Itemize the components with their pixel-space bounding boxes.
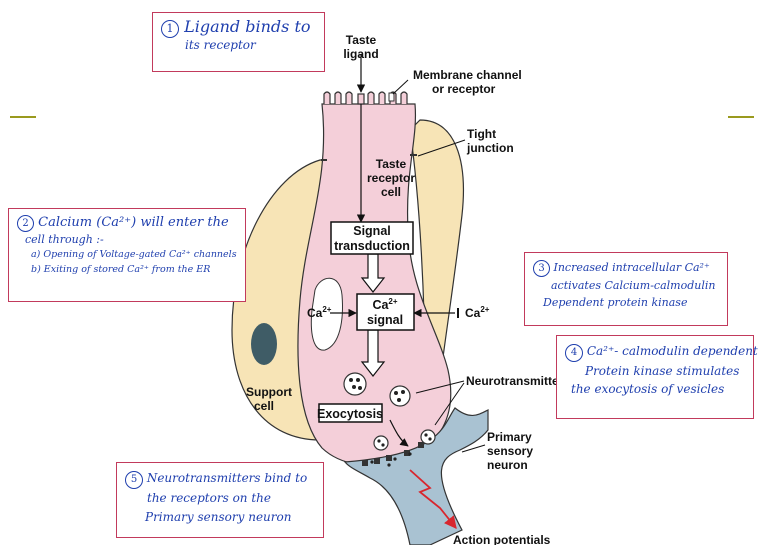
svg-text:ligand: ligand: [343, 47, 378, 61]
microvilli: [324, 92, 407, 104]
svg-text:Taste: Taste: [376, 157, 407, 171]
note-3-text: activates Calcium-calmodulin: [533, 277, 719, 294]
note-5-text: Primary sensory neuron: [125, 508, 315, 527]
support-cell-label: Support: [246, 385, 292, 399]
note-number: 4: [565, 344, 583, 362]
action-potentials-label: Action potentials: [453, 533, 551, 545]
tight-junction-label: junction: [466, 141, 514, 155]
note-2-text: a) Opening of Voltage-gated Ca²⁺ channel…: [17, 247, 237, 262]
svg-text:Neurotransmitter: Neurotransmitter: [466, 374, 564, 388]
taste-ligand-label: Taste: [346, 33, 377, 47]
svg-text:sensory: sensory: [487, 444, 533, 458]
signal-transduction-label: transduction: [334, 239, 410, 253]
svg-text:cell: cell: [381, 185, 401, 199]
svg-text:Membrane channel: Membrane channel: [413, 68, 522, 82]
svg-text:Primary: Primary: [487, 430, 532, 444]
note-3-text: Dependent protein kinase: [533, 294, 719, 311]
note-5-text: Neurotransmitters bind to: [147, 471, 307, 485]
svg-text:Ca2+: Ca2+: [465, 305, 490, 320]
exocytosis-label: Exocytosis: [317, 407, 383, 421]
note-4-text: Protein kinase stimulates: [565, 362, 745, 380]
note-number: 3: [533, 260, 550, 277]
primary-neuron-label: Primary: [487, 430, 532, 444]
svg-text:or receptor: or receptor: [432, 82, 496, 96]
taste-receptor-cell-label: receptor: [367, 171, 415, 185]
note-1-text: Ligand binds to: [184, 17, 310, 36]
support-cell-nucleus: [251, 323, 277, 365]
svg-text:cell: cell: [254, 399, 274, 413]
membrane-channel-label: or receptor: [432, 82, 496, 96]
primary-neuron-label: neuron: [487, 458, 528, 472]
annotation-note-1: 1 Ligand binds to its receptor: [152, 12, 325, 72]
annotation-note-2: 2 Calcium (Ca²⁺) will enter the cell thr…: [8, 208, 246, 302]
svg-text:Signal: Signal: [353, 224, 391, 238]
note-number: 5: [125, 471, 143, 489]
svg-text:transduction: transduction: [334, 239, 410, 253]
ca-left-label: Ca: [307, 306, 323, 320]
taste-receptor-cell-label: cell: [381, 185, 401, 199]
annotation-note-4: 4 Ca²⁺- calmodulin dependent Protein kin…: [556, 335, 754, 419]
neurotransmitter-label: Neurotransmitter: [466, 374, 564, 388]
annotation-note-3: 3 Increased intracellular Ca²⁺ activates…: [524, 252, 728, 326]
note-1-text: its receptor: [161, 38, 316, 52]
vesicle: [421, 430, 435, 444]
svg-text:junction: junction: [466, 141, 514, 155]
taste-ligand-label: ligand: [343, 47, 378, 61]
ca-signal-label: Ca: [372, 298, 389, 312]
note-number: 1: [161, 20, 179, 38]
membrane-pointer: [393, 80, 408, 94]
note-4-text: Ca²⁺- calmodulin dependent: [587, 344, 758, 358]
annotation-note-5: 5 Neurotransmitters bind to the receptor…: [116, 462, 324, 538]
note-3-text: Increased intracellular Ca²⁺: [554, 261, 710, 274]
svg-text:Taste: Taste: [346, 33, 377, 47]
ca-left-superscript: 2+: [322, 305, 331, 314]
note-2-text: cell through :-: [17, 232, 237, 247]
svg-text:Support: Support: [246, 385, 292, 399]
ligand-receptor: [358, 94, 364, 104]
primary-neuron-label: sensory: [487, 444, 533, 458]
support-cell-label: cell: [254, 399, 274, 413]
ca-signal-superscript: 2+: [388, 297, 397, 306]
note-2-text: b) Exiting of stored Ca²⁺ from the ER: [17, 262, 237, 277]
ca-right-label: Ca: [465, 306, 481, 320]
note-2-text: Calcium (Ca²⁺) will enter the: [38, 215, 229, 230]
vesicle: [374, 436, 388, 450]
svg-text:Tight: Tight: [467, 127, 496, 141]
vesicle: [390, 386, 410, 406]
membrane-channel-label: Membrane channel: [413, 68, 522, 82]
taste-receptor-cell-label: Taste: [376, 157, 407, 171]
tight-junction-label: Tight: [467, 127, 496, 141]
note-5-text: the receptors on the: [125, 489, 315, 508]
svg-text:signal: signal: [367, 313, 403, 327]
svg-text:receptor: receptor: [367, 171, 415, 185]
svg-text:Exocytosis: Exocytosis: [317, 407, 383, 421]
svg-text:neuron: neuron: [487, 458, 528, 472]
svg-text:Action potentials: Action potentials: [453, 533, 551, 545]
signal-transduction-label: Signal: [353, 224, 391, 238]
note-number: 2: [17, 215, 34, 232]
ca-signal-label: signal: [367, 313, 403, 327]
ca-right-superscript: 2+: [480, 305, 489, 314]
vesicle: [344, 373, 366, 395]
note-4-text: the exocytosis of vesicles: [565, 380, 745, 398]
